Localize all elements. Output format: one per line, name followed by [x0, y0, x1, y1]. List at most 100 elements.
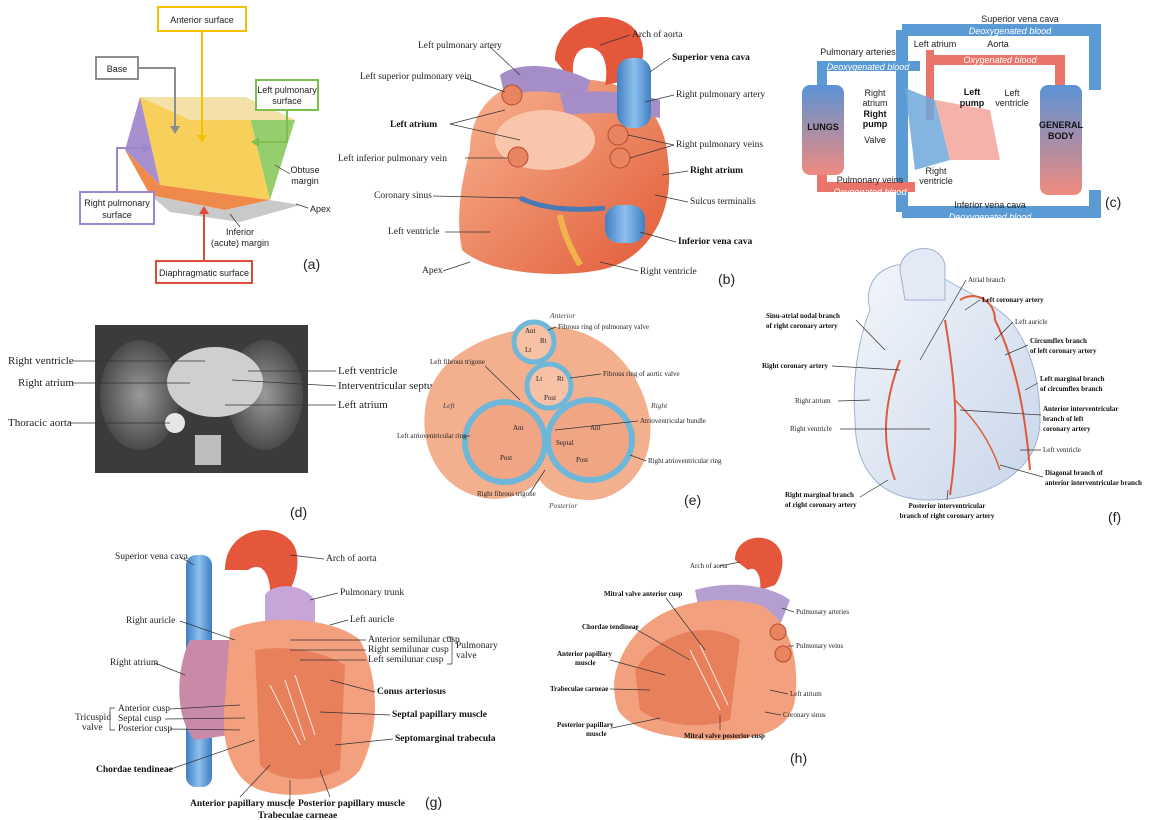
panel-a: Anterior surface Base Left pulmonary sur… — [80, 7, 331, 283]
label-left-marginal-2: of circumflex branch — [1040, 385, 1103, 393]
label-left-sup-pulm-vein: Left superior pulmonary vein — [360, 71, 472, 82]
aortic-arch-h — [735, 538, 782, 590]
label-pulm-arteries-c: Pulmonary arteries — [820, 47, 896, 57]
label-circumflex-1: Circumflex branch — [1030, 337, 1087, 345]
label-right-auricle: Right auricle — [126, 616, 175, 626]
cusp-aortic-post: Post — [544, 394, 556, 402]
label-trabeculae-g: Trabeculae carneae — [258, 811, 337, 820]
pulm-vein-h-2 — [775, 646, 791, 662]
label-conus: Conus arteriosus — [377, 687, 446, 697]
panel-c: LUNGS GENERAL BODY Superior vena cava De… — [802, 14, 1121, 222]
label-chordae-h: Chordae tendineae — [582, 623, 639, 631]
aorta-white — [900, 249, 945, 300]
label-left-av-ring: Left atrioventricular ring — [397, 432, 467, 440]
label-svc-c: Superior vena cava — [981, 14, 1059, 24]
mitral-valve-ring — [465, 402, 545, 482]
label-right-marginal-1: Right marginal branch — [785, 491, 854, 499]
label-right-ventricle-b: Right ventricle — [640, 267, 697, 277]
label-obtuse-1: Obtuse — [290, 165, 319, 175]
label-post-papillary-g: Posterior papillary muscle — [298, 799, 405, 809]
label-trabeculae-h: Trabeculae carneae — [550, 685, 608, 693]
label-anterior-cusp: Anterior cusp — [118, 704, 170, 714]
label-right-ventricle-c-1: Right — [925, 166, 947, 176]
mri-heart — [167, 347, 263, 417]
label-apex-b: Apex — [422, 266, 443, 276]
inferior-vena-cava — [605, 205, 645, 243]
label-left-ventricle-b: Left ventricle — [388, 226, 439, 237]
label-fibrous-pulm: Fibrous ring of pulmonary valve — [558, 323, 649, 331]
label-deoxy-bottom: Deoxygenated blood — [949, 212, 1033, 222]
cusp-mitral-ant: Ant — [513, 424, 524, 432]
label-septal-papillary: Septal papillary muscle — [392, 710, 487, 720]
label-left-pump-2: pump — [960, 98, 985, 108]
label-mitral-post: Mitral valve posterior cusp — [684, 732, 765, 740]
label-anterior-iv-2: branch of left — [1043, 415, 1084, 423]
label-right-trigone: Right fibrous trigone — [477, 490, 536, 498]
panel-f: Atrial branch Sinu-atrial nodal branch o… — [762, 249, 1142, 525]
label-left-ventricle-c-1: Left — [1004, 88, 1020, 98]
label-right-pulmonary-1: Right pulmonary — [84, 198, 150, 208]
label-obtuse-2: margin — [291, 176, 319, 186]
cusp-aortic-lt: Lt — [536, 375, 542, 383]
label-tricuspid-1: Tricuspid — [75, 713, 111, 723]
label-pulm-trunk: Pulmonary trunk — [340, 588, 404, 598]
label-tricuspid-2: valve — [82, 723, 103, 733]
cusp-tricuspid-post: Post — [576, 456, 588, 464]
label-pulm-valve-2: valve — [456, 651, 477, 661]
panel-letter-g: (g) — [425, 794, 442, 810]
label-anterior-e: Anterior — [549, 311, 575, 320]
label-left-ventricle-c-2: ventricle — [995, 98, 1029, 108]
right-pulm-vein-lower — [610, 148, 630, 168]
label-left-pulmonary-1: Left pulmonary — [257, 85, 317, 95]
label-valve: Valve — [864, 135, 886, 145]
label-aorta-c: Aorta — [987, 39, 1009, 49]
panel-letter-e: (e) — [684, 492, 701, 508]
label-apex-a: Apex — [310, 204, 331, 214]
label-svc-g: Superior vena cava — [115, 552, 189, 562]
label-atrial-branch: Atrial branch — [968, 276, 1006, 284]
label-right-ventricle-f: Right ventricle — [790, 425, 832, 433]
label-right-pulm-veins: Right pulmonary veins — [676, 140, 763, 150]
label-coronary-sinus-b: Coronary sinus — [374, 191, 432, 201]
apex-a-leader — [296, 204, 308, 208]
cusp-aortic-rt: Rt — [557, 375, 564, 383]
leader-left-sup-pulm-vein — [465, 78, 505, 92]
label-ra-d: Right atrium — [18, 377, 74, 389]
label-right-atrium-f: Right atrium — [795, 397, 831, 405]
label-post-papillary-h-1: Posterior papillary — [557, 721, 614, 729]
cusp-pulm-ant: Ant — [525, 327, 536, 335]
right-pulm-vein-upper — [608, 125, 628, 145]
label-ant-papillary-h-1: Anterior papillary — [557, 650, 612, 658]
leader-left-pulm-artery — [490, 47, 520, 75]
label-svc-b: Superior vena cava — [672, 53, 750, 63]
label-right-pump-1: Right — [864, 109, 887, 119]
label-av-bundle: Atrioventricular bundle — [640, 417, 706, 425]
panel-letter-h: (h) — [790, 750, 807, 766]
label-septal-cusp: Septal cusp — [118, 714, 162, 724]
label-right-e: Right — [650, 401, 668, 410]
label-ant-semilunar: Anterior semilunar cusp — [368, 635, 460, 645]
label-posterior-iv-1: Posterior interventricular — [908, 502, 985, 510]
cusp-pulm-lt: Lt — [525, 346, 531, 354]
label-posterior-cusp: Posterior cusp — [118, 724, 172, 734]
panel-letter-f: (f) — [1108, 509, 1121, 525]
label-left-atrium-c: Left atrium — [914, 39, 957, 49]
label-left-trigone: Left fibrous trigone — [430, 358, 485, 366]
label-left-auricle-f: Left auricle — [1015, 318, 1047, 326]
label-arch-aorta-g: Arch of aorta — [326, 553, 377, 564]
label-left-inf-pulm-vein: Left inferior pulmonary vein — [338, 153, 447, 164]
leader-apex-b — [443, 262, 470, 271]
label-arch-aorta-b: Arch of aorta — [632, 29, 683, 40]
label-fibrous-aortic: Fibrous ring of aortic valve — [603, 370, 680, 378]
cusp-pulm-rt: Rt — [540, 337, 547, 345]
label-coronary-sinus-h: Coronary sinus — [783, 711, 826, 719]
label-pulm-valve-1: Pulmonary — [456, 641, 498, 651]
cusp-mitral-post: Post — [500, 454, 512, 462]
label-pulm-arteries-h: Pulmonary arteries — [796, 608, 849, 616]
label-septomarginal: Septomarginal trabecula — [395, 734, 496, 744]
label-lungs: LUNGS — [807, 122, 839, 132]
panel-g: Superior vena cava Arch of aorta Pulmona… — [75, 530, 498, 820]
cusp-tricuspid-septal: Septal — [556, 439, 574, 447]
mri-spine — [195, 435, 221, 465]
label-left-marginal-1: Left marginal branch — [1040, 375, 1105, 383]
